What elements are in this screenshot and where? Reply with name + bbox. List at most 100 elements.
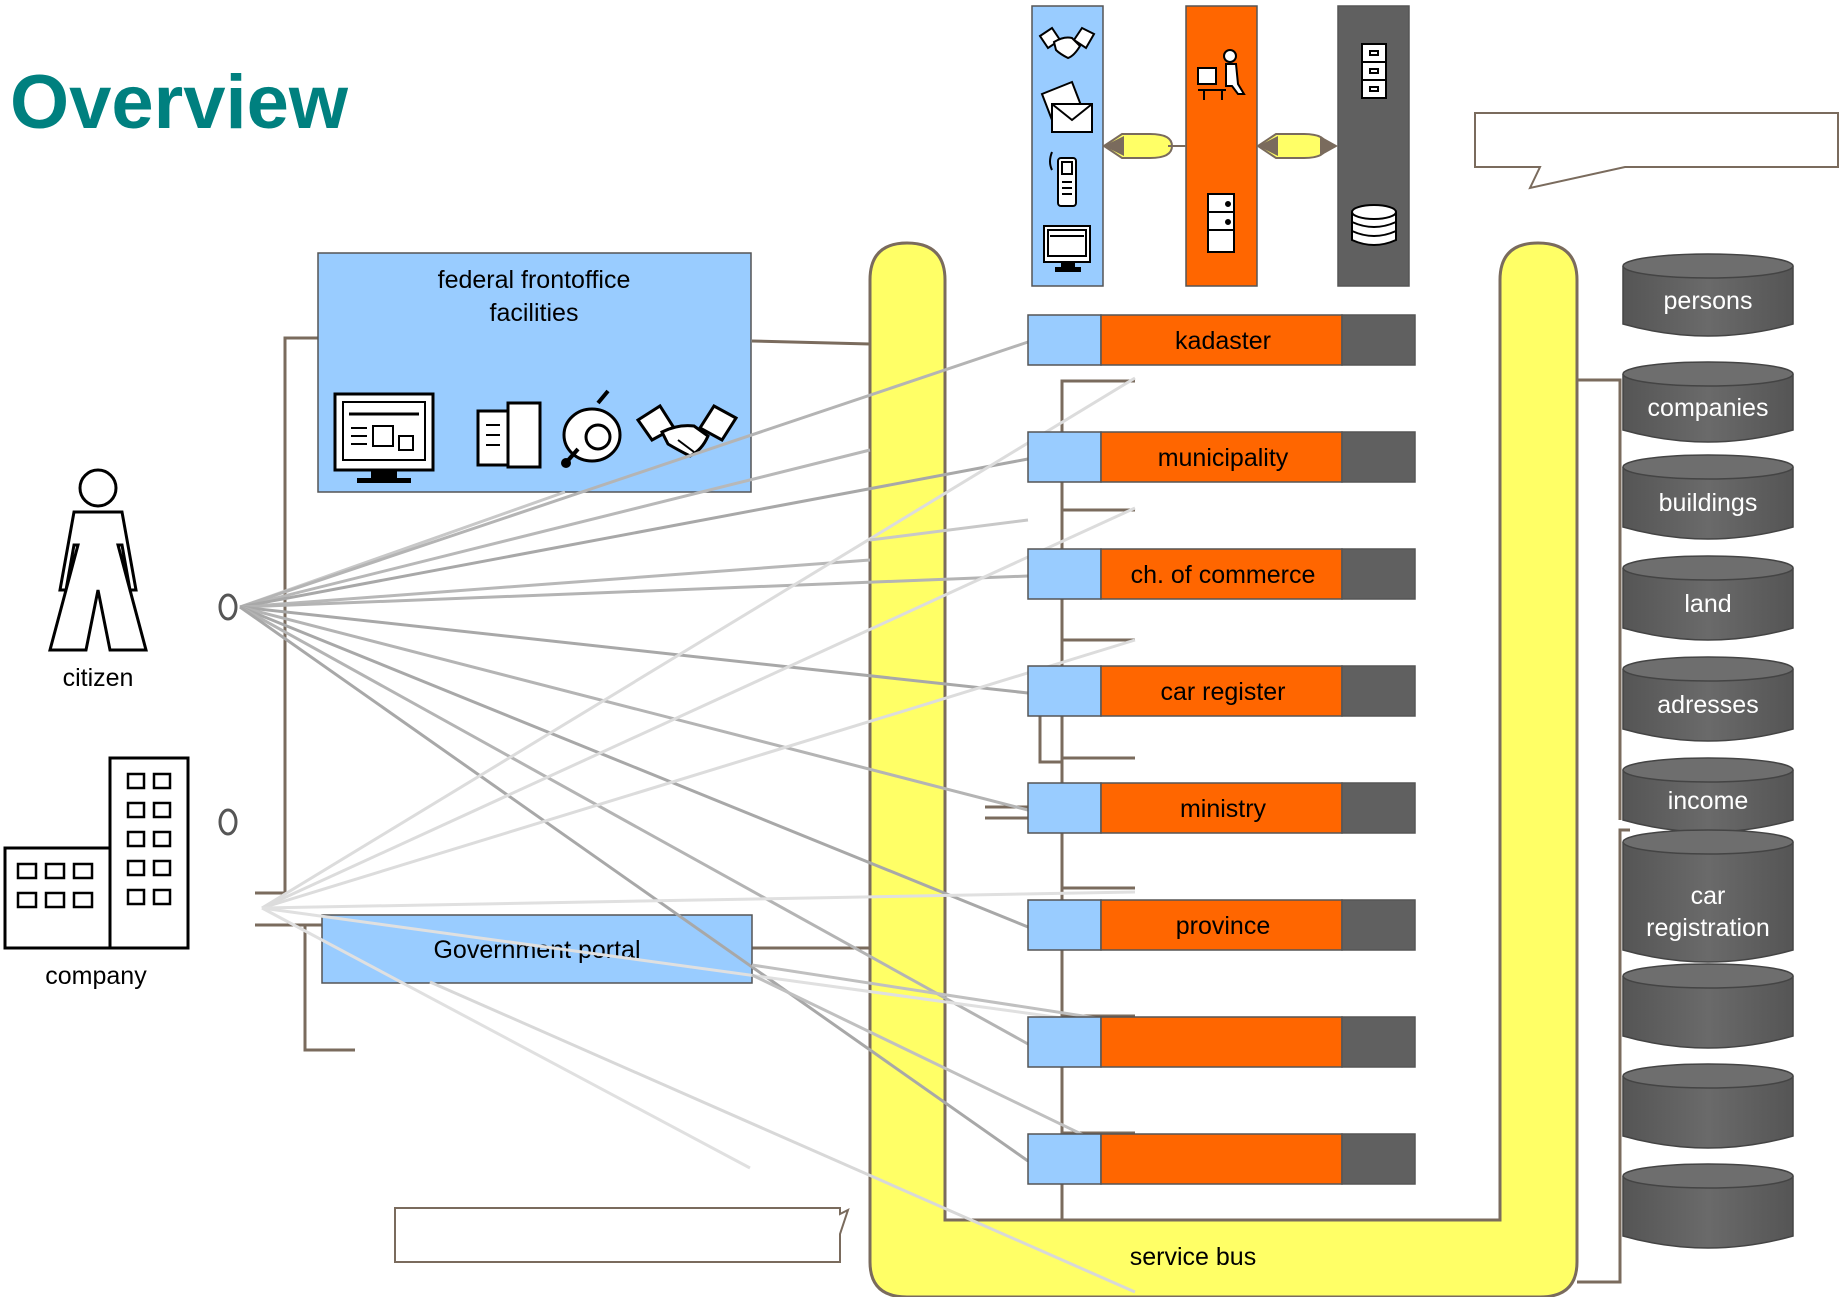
service-frontoffice-segment bbox=[1027, 431, 1102, 483]
connector-line bbox=[239, 605, 1029, 929]
connector-line bbox=[239, 574, 1029, 609]
handshake-icon bbox=[1038, 26, 1096, 60]
citizen-icon bbox=[48, 468, 148, 652]
letter-icon bbox=[1040, 80, 1093, 133]
federal-frontoffice-box: federal frontoffice facilities bbox=[317, 252, 752, 493]
service-label: ch. of commerce bbox=[1131, 561, 1316, 589]
mobile-phone-icon bbox=[1049, 151, 1077, 207]
database-cylinder bbox=[1622, 963, 1794, 1049]
database-label: income bbox=[1668, 787, 1749, 815]
database-cylinder bbox=[1622, 1063, 1794, 1149]
connector-line bbox=[239, 605, 1029, 1163]
service-row: ch. of commerce bbox=[1027, 548, 1416, 600]
connector-line bbox=[261, 638, 1136, 910]
company-interface-node bbox=[218, 808, 238, 836]
connector-line bbox=[751, 973, 1136, 1162]
service-backend-segment bbox=[1341, 548, 1416, 600]
database-label: adresses bbox=[1657, 691, 1758, 719]
service-label: province bbox=[1176, 912, 1271, 940]
service-frontoffice-segment bbox=[1027, 1133, 1102, 1185]
service-row bbox=[1027, 1133, 1416, 1185]
service-row: ministry bbox=[1027, 782, 1416, 834]
left-brackets bbox=[255, 336, 871, 1052]
database-icon bbox=[1351, 204, 1397, 246]
citizen-interface-node bbox=[218, 593, 238, 621]
callout-bottom-left bbox=[394, 1207, 850, 1263]
database-cylinder: companies bbox=[1622, 361, 1794, 443]
service-frontoffice-segment bbox=[1027, 548, 1102, 600]
connector-line bbox=[239, 558, 871, 609]
connector-line bbox=[751, 963, 1136, 1026]
legend-connector-left bbox=[1102, 133, 1186, 159]
database-label: land bbox=[1684, 590, 1731, 618]
service-backoffice-segment bbox=[1100, 1133, 1343, 1185]
service-row: province bbox=[1027, 899, 1416, 951]
service-frontoffice-segment bbox=[1027, 665, 1102, 717]
database-label: persons bbox=[1664, 287, 1753, 315]
service-backoffice-segment bbox=[1100, 899, 1343, 951]
office-worker-icon bbox=[1197, 49, 1246, 100]
service-bus bbox=[868, 241, 1579, 1297]
service-backoffice-segment bbox=[1100, 665, 1343, 717]
service-row: car register bbox=[1027, 665, 1416, 717]
monitor-icon bbox=[1043, 225, 1091, 272]
service-frontoffice-segment bbox=[1027, 1016, 1102, 1068]
connector-line bbox=[239, 457, 1029, 609]
service-backoffice-segment bbox=[1100, 1016, 1343, 1068]
service-row: municipality bbox=[1027, 431, 1416, 483]
database-cylinder: income bbox=[1622, 757, 1794, 833]
service-backoffice-segment bbox=[1100, 431, 1343, 483]
citizen-label: citizen bbox=[63, 664, 134, 692]
connector-line bbox=[261, 890, 1136, 910]
service-label: ministry bbox=[1180, 795, 1267, 823]
service-frontoffice-segment bbox=[1027, 782, 1102, 834]
legend-backend-column bbox=[1337, 5, 1410, 287]
service-row: kadaster bbox=[1027, 314, 1416, 366]
service-backend-segment bbox=[1341, 314, 1416, 366]
connector-line bbox=[261, 506, 1136, 910]
service-row bbox=[1027, 1016, 1416, 1068]
database-label: companies bbox=[1648, 394, 1769, 422]
service-backend-segment bbox=[1341, 431, 1416, 483]
service-bus-label: service bus bbox=[1130, 1243, 1256, 1271]
connector-lines bbox=[239, 340, 1136, 1294]
company-label: company bbox=[45, 962, 147, 990]
database-cylinder: buildings bbox=[1622, 454, 1794, 540]
service-backoffice-segment bbox=[1100, 548, 1343, 600]
legend-backoffice-column bbox=[1185, 5, 1258, 287]
connector-line bbox=[429, 980, 1136, 1294]
service-backend-segment bbox=[1341, 1016, 1416, 1068]
frontoffice-label-line1: federal frontoffice bbox=[438, 266, 631, 294]
database-cylinder bbox=[1622, 1163, 1794, 1249]
connector-line bbox=[261, 376, 1136, 910]
database-cylinder: land bbox=[1622, 555, 1794, 641]
connector-line bbox=[261, 906, 751, 1170]
service-backoffice-segment bbox=[1100, 314, 1343, 366]
service-rows: kadaster municipality ch. of commerce car r… bbox=[1027, 314, 1416, 1185]
legend-frontoffice-column bbox=[1031, 5, 1104, 287]
connector-line bbox=[239, 605, 1029, 1046]
database-stack: persons companies buildings land adresses inc… bbox=[1622, 253, 1794, 1249]
service-frontoffice-segment bbox=[1027, 314, 1102, 366]
company-icon bbox=[3, 756, 190, 950]
connector-line bbox=[239, 448, 871, 609]
connector-line bbox=[239, 605, 1029, 695]
database-cylinder: adresses bbox=[1622, 656, 1794, 742]
government-portal-label: Government portal bbox=[433, 936, 640, 964]
connector-line bbox=[239, 605, 1029, 812]
service-backend-segment bbox=[1341, 665, 1416, 717]
handshake-icon bbox=[635, 403, 739, 458]
page-title: Overview bbox=[10, 60, 349, 145]
service-backoffice-segment bbox=[1100, 782, 1343, 834]
service-frontoffice-segment bbox=[1027, 899, 1102, 951]
connector-line bbox=[239, 340, 1029, 609]
database-cylinder: persons bbox=[1622, 253, 1794, 337]
connector-line bbox=[869, 518, 1029, 542]
database-label: buildings bbox=[1659, 489, 1758, 517]
monitor-icon bbox=[333, 392, 435, 483]
service-label: kadaster bbox=[1175, 327, 1271, 355]
server-icon bbox=[1207, 193, 1235, 253]
